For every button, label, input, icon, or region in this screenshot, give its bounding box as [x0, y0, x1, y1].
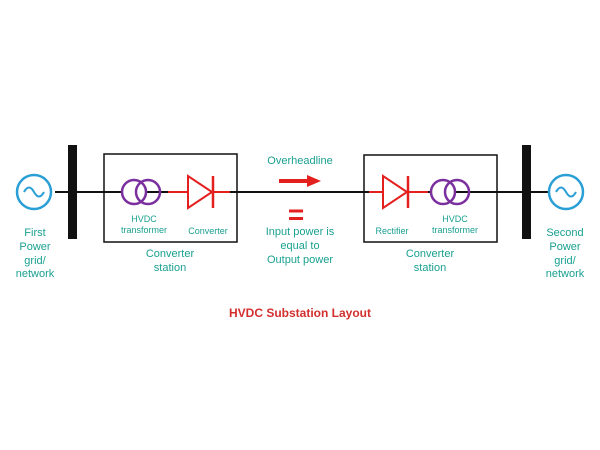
right-transformer-label-line-1: HVDC: [442, 214, 468, 224]
left-converter-label: Converter: [178, 226, 238, 237]
left-transformer-icon: [120, 178, 162, 206]
left-station-label: Converter station: [120, 248, 220, 276]
left-station-label-line-2: station: [153, 261, 187, 274]
equals-sign: =: [288, 199, 304, 230]
power-flow-arrow-right-icon: [279, 175, 321, 187]
diagram-title-text: HVDC Substation Layout: [228, 306, 371, 320]
right-station-label-line-2: station: [413, 261, 447, 274]
right-busbar: [522, 145, 531, 239]
right-station-label: Converter station: [380, 248, 480, 276]
left-transformer-label: HVDC transformer: [112, 214, 176, 237]
equality-text-line-1: Input power is: [265, 226, 335, 238]
right-station-label-line-1: Converter: [405, 248, 455, 260]
overheadline-label-text: Overheadline: [267, 155, 333, 167]
second-grid-source-icon: [547, 173, 585, 211]
equality-text-line-2: equal to: [280, 239, 320, 252]
second-grid-label-line-2: Power: [549, 240, 581, 253]
second-grid-label-line-3: grid/: [554, 254, 576, 267]
equality-text-line-3: Output power: [266, 253, 334, 266]
right-rectifier-label: Rectifier: [366, 226, 418, 237]
equals-sign-text: =: [288, 199, 304, 230]
left-converter-diode-icon: [168, 174, 230, 210]
right-rectifier-diode-icon: [369, 174, 428, 210]
right-rectifier-label-text: Rectifier: [375, 226, 409, 236]
right-station-box: [363, 154, 498, 243]
overheadline-label: Overheadline: [250, 155, 350, 169]
second-grid-label-line-4: network: [545, 268, 585, 281]
first-grid-label-line-1: First: [24, 227, 46, 239]
left-station-box: [103, 153, 238, 243]
left-station-label-line-1: Converter: [145, 248, 195, 260]
right-transformer-label-line-2: transformer: [431, 225, 478, 236]
second-grid-label: Second Power grid/ network: [530, 227, 600, 282]
left-transformer-label-line-2: transformer: [120, 225, 167, 236]
right-transformer-label: HVDC transformer: [423, 214, 487, 237]
first-grid-label-line-4: network: [15, 268, 55, 281]
equality-text: Input power is equal to Output power: [240, 226, 360, 267]
right-transformer-icon: [429, 178, 471, 206]
first-grid-label-line-2: Power: [19, 240, 51, 253]
second-grid-label-line-1: Second: [546, 227, 584, 239]
first-grid-label-line-3: grid/: [24, 254, 46, 267]
first-grid-label: First Power grid/ network: [0, 227, 70, 282]
left-busbar: [68, 145, 77, 239]
first-grid-source-icon: [15, 173, 53, 211]
diagram-title: HVDC Substation Layout: [180, 306, 420, 321]
left-transformer-label-line-1: HVDC: [131, 214, 157, 224]
left-converter-label-text: Converter: [188, 226, 228, 236]
